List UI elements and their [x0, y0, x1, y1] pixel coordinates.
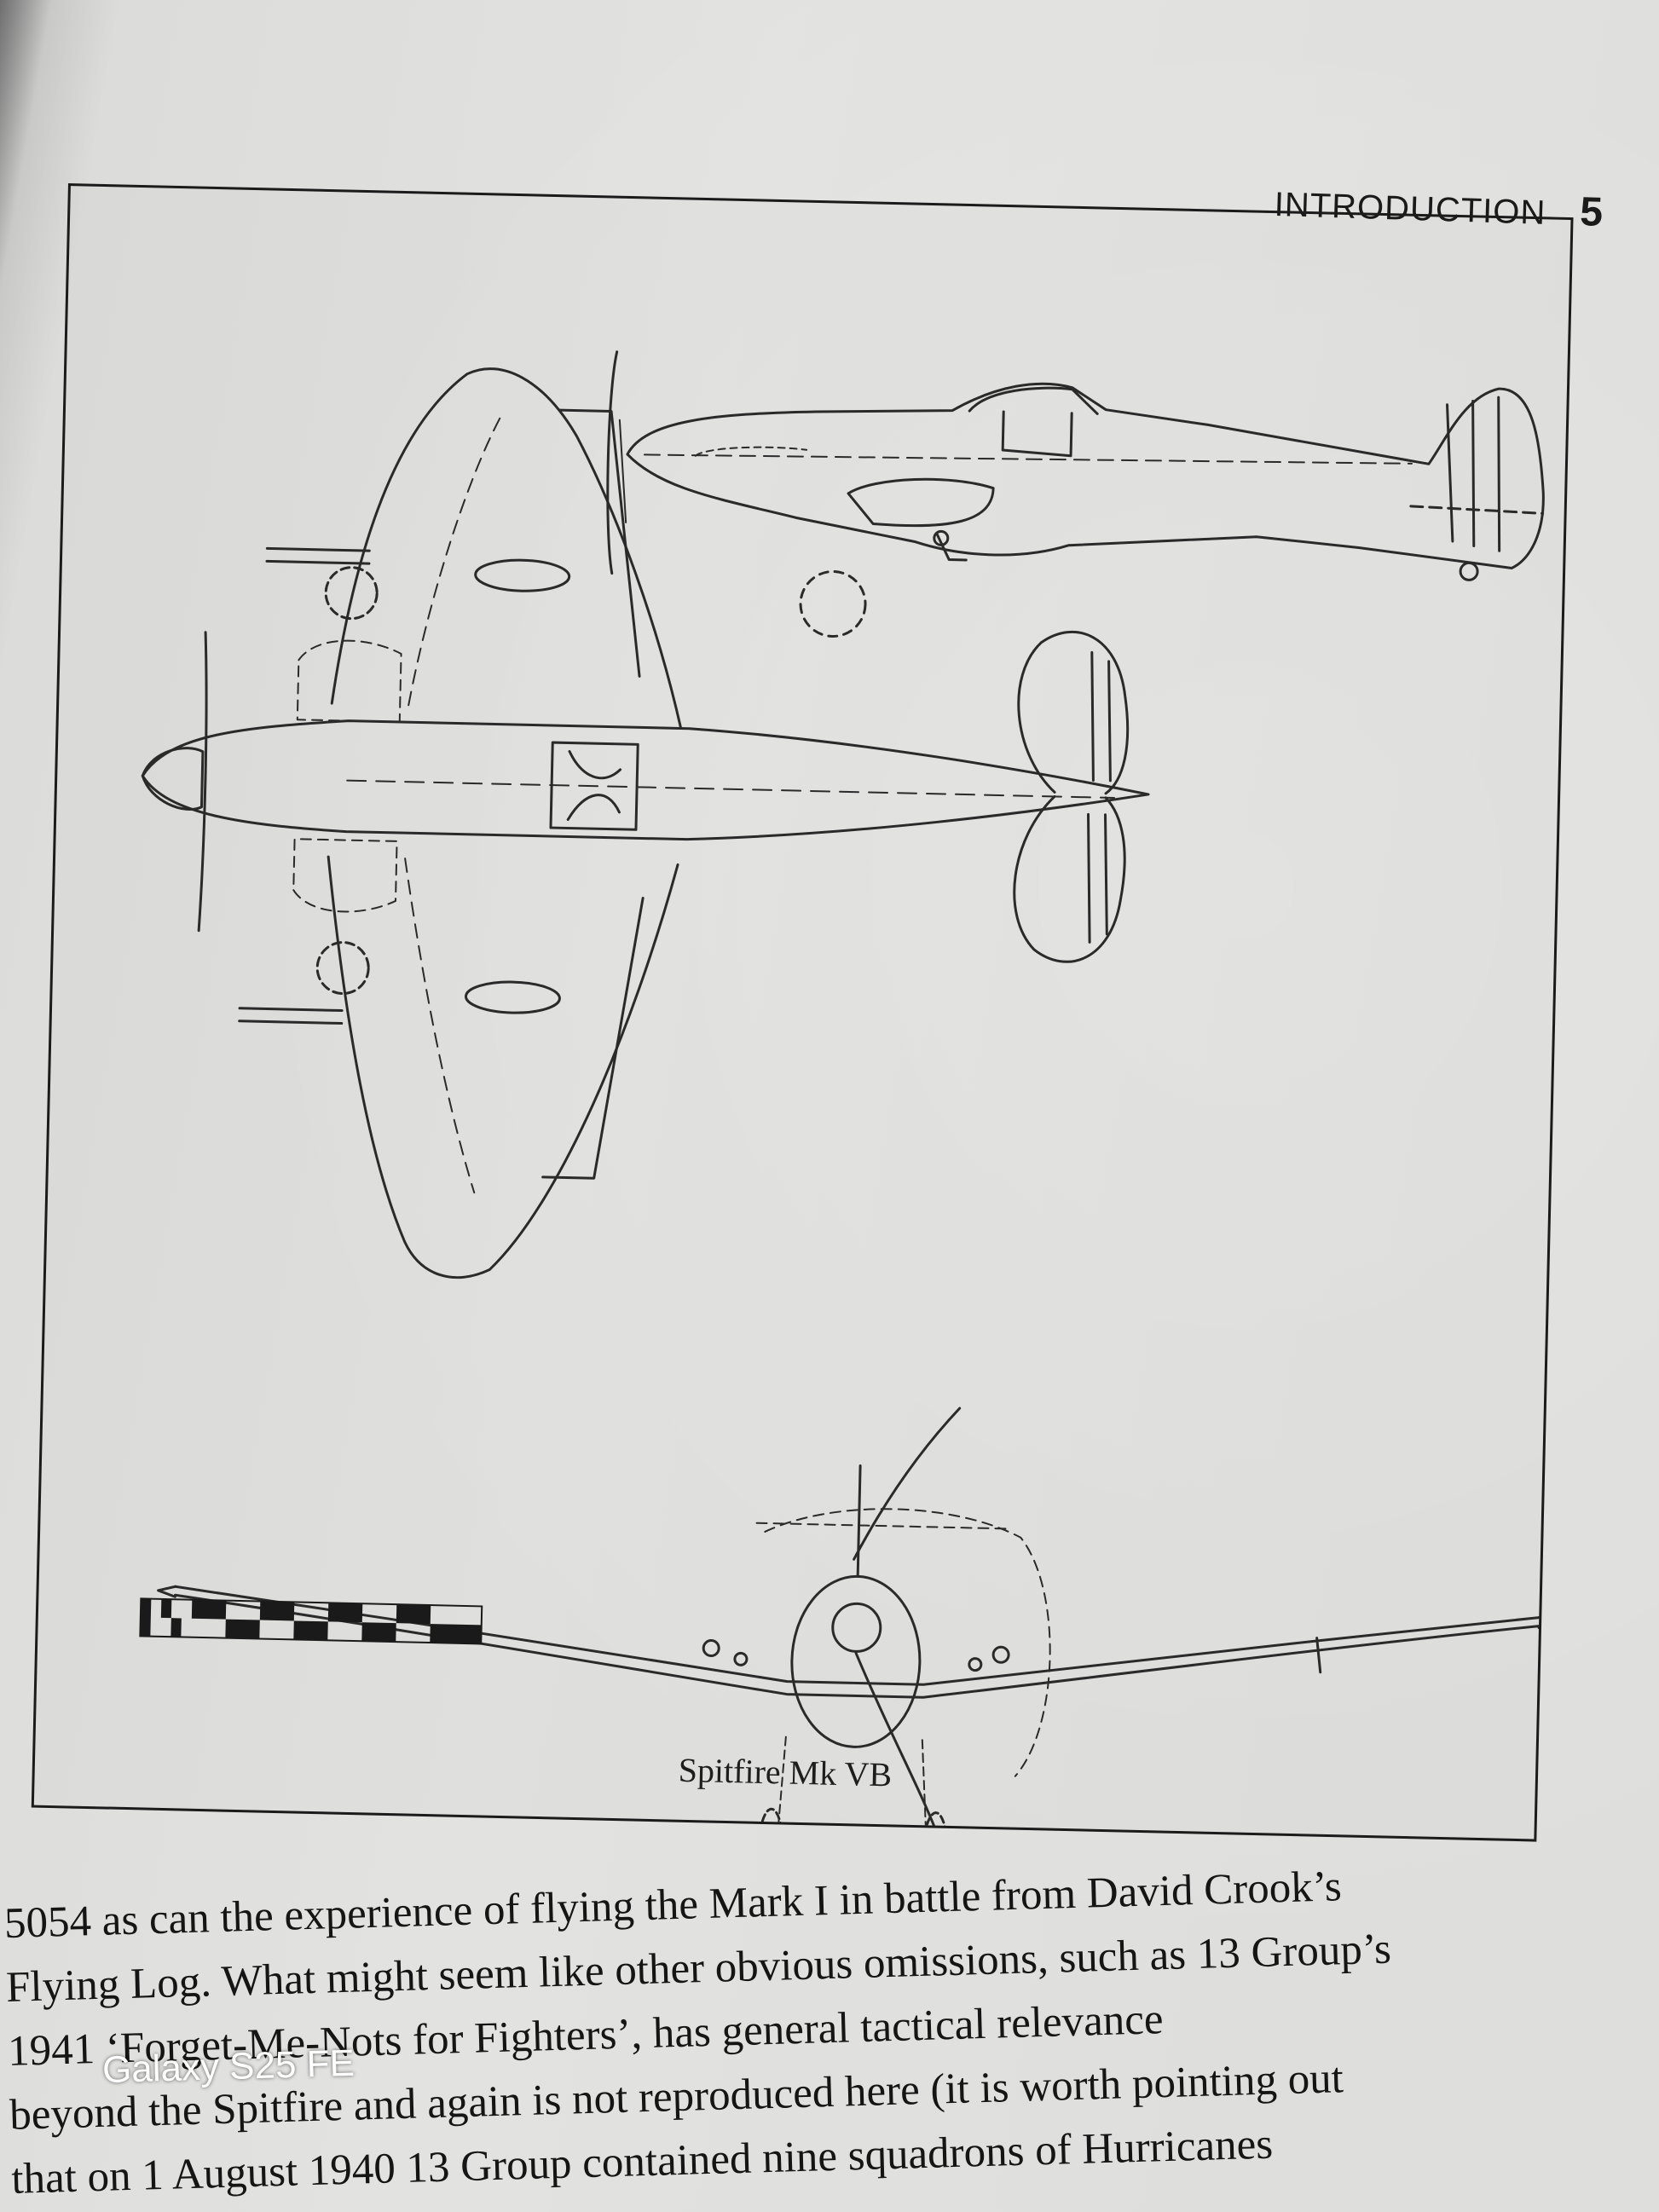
body-text: 5054 as can the experience of flying the… [3, 1847, 1632, 2212]
wheel-outline [799, 569, 867, 638]
spitfire-three-view-drawing [139, 350, 1558, 1839]
camera-watermark: Galaxy S25 FE [101, 2042, 356, 2092]
figure-frame: Spitfire Mk VB [31, 183, 1574, 1842]
scale-bar [139, 1597, 483, 1645]
plan-view [141, 367, 1150, 1279]
side-view [606, 350, 1545, 581]
page-number: 5 [1579, 189, 1604, 235]
